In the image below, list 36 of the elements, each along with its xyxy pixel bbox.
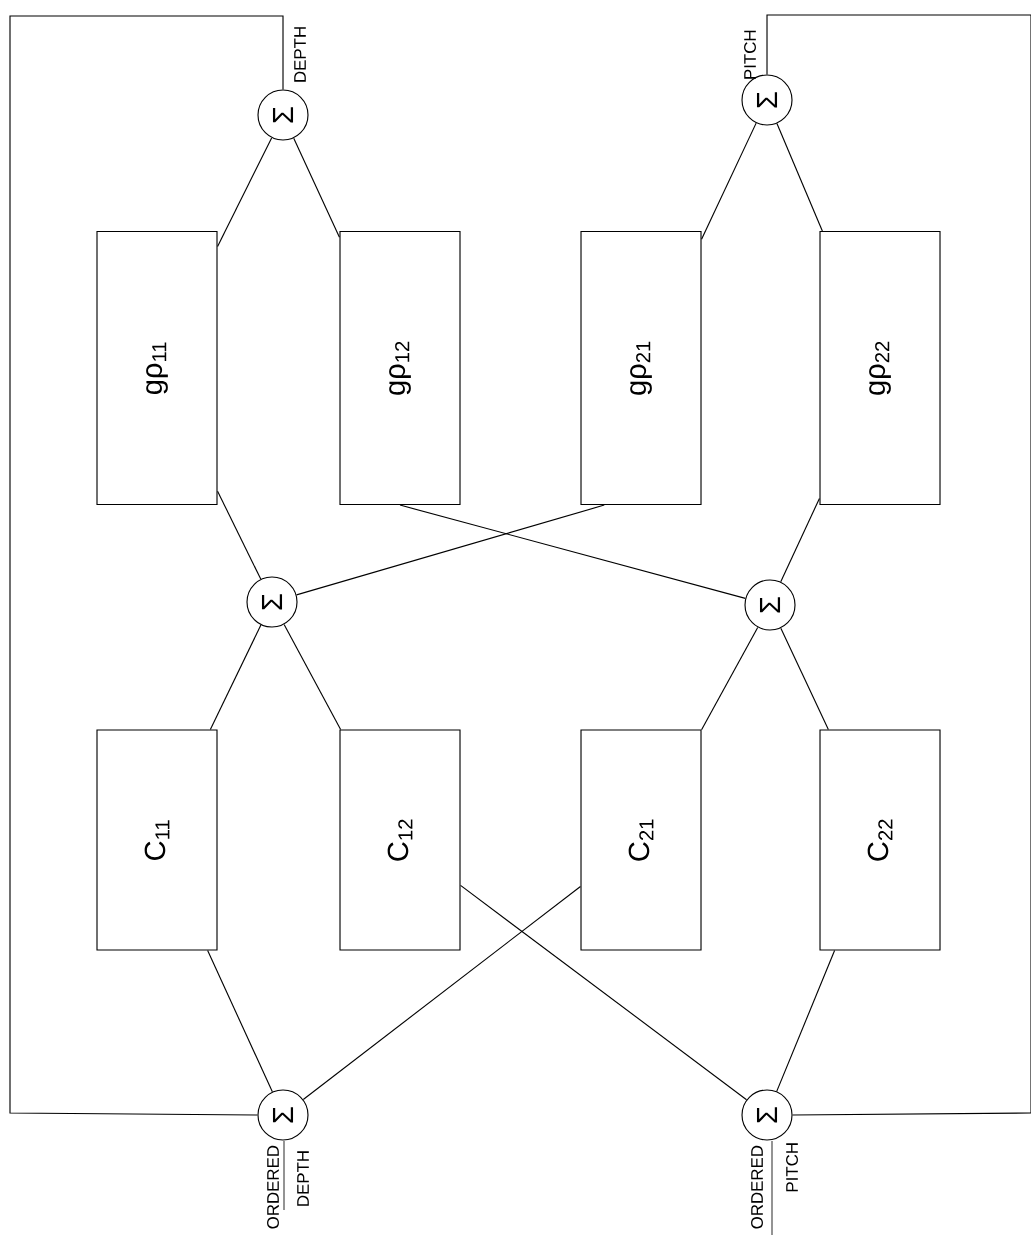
transfer-block: C$_{21}$ — [580, 729, 702, 951]
connector-line — [399, 504, 746, 599]
connector-line — [780, 627, 829, 730]
signal-label: DEPTH — [294, 27, 306, 82]
connector-line — [9, 15, 284, 1116]
connector-line — [776, 950, 836, 1092]
connector-line — [776, 123, 823, 232]
connector-line — [766, 14, 1031, 1116]
signal-label: DEPTH — [297, 1151, 309, 1206]
signal-label: ORDERED — [751, 1145, 763, 1229]
connector-line — [207, 950, 273, 1093]
summing-junction: Σ — [257, 89, 309, 141]
connector-line — [701, 626, 759, 731]
connector-line — [302, 885, 581, 1100]
connector-line — [217, 490, 262, 580]
connector-line — [780, 497, 820, 583]
signal-label: ORDERED — [267, 1145, 279, 1229]
transfer-block: gρ$_{22}$ — [819, 230, 941, 506]
summing-junction: Σ — [744, 579, 796, 631]
transfer-block: C$_{22}$ — [819, 729, 941, 951]
signal-label: PITCH — [786, 1143, 798, 1192]
connector-line — [293, 137, 340, 238]
connector-line — [701, 122, 757, 240]
transfer-block: gρ$_{11}$ — [96, 230, 218, 506]
connector-line — [283, 623, 342, 730]
summing-junction: Σ — [246, 576, 298, 628]
connector-line — [460, 884, 748, 1101]
transfer-block: C$_{12}$ — [339, 729, 461, 951]
summing-junction: Σ — [257, 1089, 309, 1141]
connector-line — [217, 137, 273, 248]
summing-junction: Σ — [741, 1089, 793, 1141]
transfer-block: gρ$_{12}$ — [339, 230, 461, 506]
connector-line — [296, 504, 605, 596]
connector-line — [209, 624, 262, 730]
transfer-block: gρ$_{21}$ — [580, 230, 702, 506]
transfer-block: C$_{11}$ — [96, 729, 218, 951]
